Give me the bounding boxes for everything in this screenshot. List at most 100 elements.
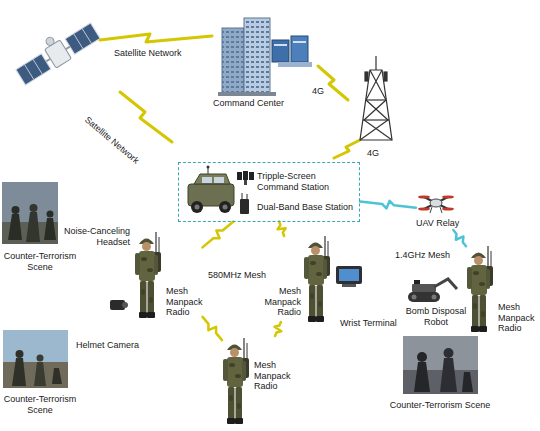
wireless-bolt	[120, 92, 172, 142]
scene-photo	[3, 330, 68, 388]
node-label: Mesh Manpack Radio	[166, 286, 203, 318]
uav-drone	[442, 195, 454, 198]
helmet-camera-icon	[110, 300, 128, 310]
manpack-radio-node: Mesh Manpack Radio	[264, 236, 333, 322]
wrist-terminal-icon	[339, 269, 359, 281]
node-label: Mesh Manpack Radio	[254, 360, 291, 392]
satellite-icon	[82, 28, 92, 43]
server-icon	[291, 36, 308, 62]
cell-tower	[360, 56, 392, 140]
wrist-terminal-icon	[336, 266, 362, 287]
node-label: Mesh Manpack Radio	[264, 286, 301, 318]
scene-photo	[444, 348, 454, 358]
command-vehicle	[214, 177, 224, 183]
bomb-disposal-robot-icon	[414, 280, 420, 284]
uav-drone	[424, 197, 448, 209]
satellite-icon	[74, 34, 84, 49]
uav-drone	[440, 207, 442, 213]
scene-photo	[2, 182, 58, 244]
command-center-building	[244, 18, 270, 94]
wireless-link	[278, 222, 286, 237]
wireless-bolt	[334, 140, 360, 158]
satellite-icon	[46, 59, 50, 62]
wrist-terminal-icon	[336, 266, 362, 284]
scene-photo	[403, 336, 478, 394]
wrist-terminal-icon	[342, 284, 356, 287]
uav-drone	[418, 207, 430, 210]
manpack-radio-node: Mesh Manpack Radio	[134, 230, 203, 322]
cell-tower	[384, 72, 387, 81]
network-label: 4G	[312, 86, 324, 97]
bomb-disposal-robot-icon	[432, 295, 437, 300]
scene-photo	[414, 362, 430, 392]
bomb-disposal-robot-icon	[434, 279, 457, 289]
wireless-link	[275, 322, 282, 336]
screen-station-icon	[249, 172, 254, 180]
scene-photo	[26, 212, 40, 242]
bomb-disposal-robot-icon	[412, 295, 417, 300]
soldier-figure	[135, 232, 161, 318]
link-label: 1.4GHz Mesh	[394, 250, 451, 261]
server-icon	[272, 40, 289, 62]
scene-photo	[16, 350, 24, 358]
scene-photo	[8, 214, 22, 240]
command-center-building	[218, 92, 276, 96]
network-label: 4G	[367, 148, 379, 159]
scene-photo	[12, 206, 20, 214]
wireless-link	[203, 222, 234, 248]
command-vehicle	[195, 205, 200, 210]
screen-station-icon	[237, 171, 254, 185]
satellite-icon	[33, 59, 43, 74]
uav-relay-node: UAV Relay	[416, 190, 459, 230]
soldier-figure	[223, 338, 249, 424]
base-station-icon	[242, 193, 243, 199]
screen-station-icon	[237, 172, 242, 180]
satellite-icon	[66, 47, 70, 50]
command-vehicle	[223, 205, 228, 210]
satellite-icon	[45, 36, 56, 47]
scene-photo	[34, 362, 46, 386]
scene-photo	[403, 336, 478, 394]
cell-tower	[366, 99, 386, 100]
base-station-icon	[240, 199, 249, 214]
network-label: Wrist Terminal	[340, 318, 397, 329]
base-station-icon	[247, 194, 248, 199]
uav-drone	[418, 195, 430, 198]
bomb-disposal-robot-icon	[408, 279, 457, 302]
command-vehicle	[194, 174, 230, 184]
server-icon	[272, 36, 312, 67]
cell-tower	[363, 119, 389, 120]
command-vehicle	[188, 166, 234, 214]
server-icon	[293, 41, 306, 43]
network-label: Satellite Network	[83, 114, 141, 165]
network-label: Counter-Terrorism Scene	[2, 251, 78, 272]
manpack-radio-node: Mesh Manpack Radio	[222, 336, 291, 426]
vehicle-station-box: Tripple-Screen Command StationDual-Band …	[178, 162, 360, 222]
soldier-figure	[304, 236, 330, 322]
cell-tower	[365, 72, 368, 81]
satellite-icon	[11, 15, 102, 87]
uav-drone	[442, 207, 454, 210]
manpack-radio-node: Mesh Manpack Radio	[466, 244, 535, 336]
scene-photo	[52, 368, 62, 384]
scene-photo	[417, 352, 427, 362]
wireless-link	[453, 230, 466, 246]
network-label: Satellite Network	[114, 48, 182, 59]
wireless-link	[203, 317, 222, 340]
command-vehicle	[202, 177, 212, 183]
scene-photo	[30, 204, 38, 212]
server-icon	[274, 44, 287, 46]
command-vehicle	[191, 201, 203, 213]
network-label: Helmet Camera	[76, 340, 139, 351]
network-label: Counter-Terrorism Scene	[2, 394, 78, 415]
uav-drone	[424, 197, 448, 209]
uav-drone	[430, 207, 432, 213]
scene-photo	[3, 330, 68, 388]
network-label: Noise-Canceling Headset	[60, 226, 130, 247]
command-center-building	[244, 18, 270, 94]
satellite-icon	[65, 23, 100, 54]
satellite-icon	[16, 54, 51, 85]
node-label: UAV Relay	[416, 218, 459, 229]
